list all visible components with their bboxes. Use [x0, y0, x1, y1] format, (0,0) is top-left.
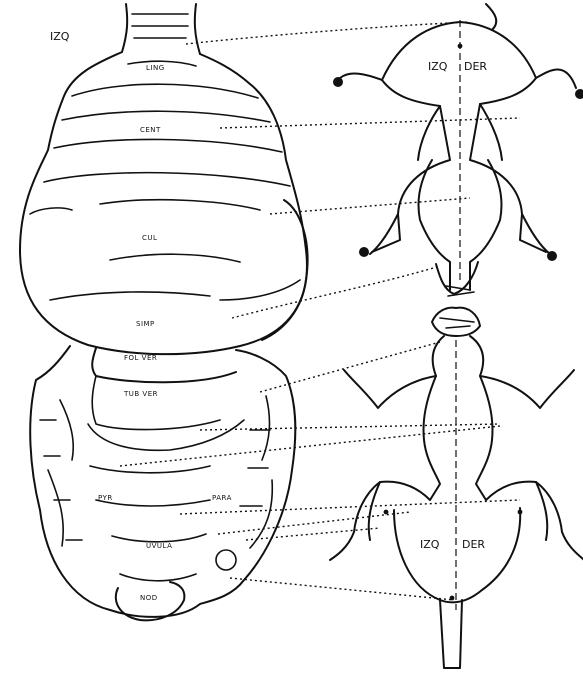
brainstem	[122, 4, 200, 54]
homunculus-heads	[432, 262, 480, 336]
label-para: PARA	[212, 494, 232, 502]
label-simp: SIMP	[136, 320, 155, 328]
upper-homunculus-right-label: DER	[464, 60, 487, 73]
posterior-lobe	[30, 346, 295, 620]
cerebellum-labels: LING CENT CUL SIMP FOL VER TUB VER PYR P…	[98, 64, 232, 602]
corner-label-izq: IZQ	[50, 30, 70, 43]
label-nod: NOD	[140, 594, 158, 602]
label-pyr: PYR	[98, 494, 113, 502]
label-cent: CENT	[140, 126, 161, 134]
label-fol-ver: FOL VER	[124, 354, 157, 362]
upper-homunculus: IZQ DER	[333, 4, 583, 290]
label-uvula: UVULA	[146, 542, 172, 550]
anterior-lobe	[20, 52, 308, 354]
upper-homunculus-left-label: IZQ	[428, 60, 448, 73]
label-tub-ver: TUB VER	[123, 390, 158, 398]
label-ling: LING	[146, 64, 165, 72]
label-cul: CUL	[142, 234, 157, 242]
lower-homunculus-right-label: DER	[462, 538, 485, 551]
lower-homunculus-left-label: IZQ	[420, 538, 440, 551]
